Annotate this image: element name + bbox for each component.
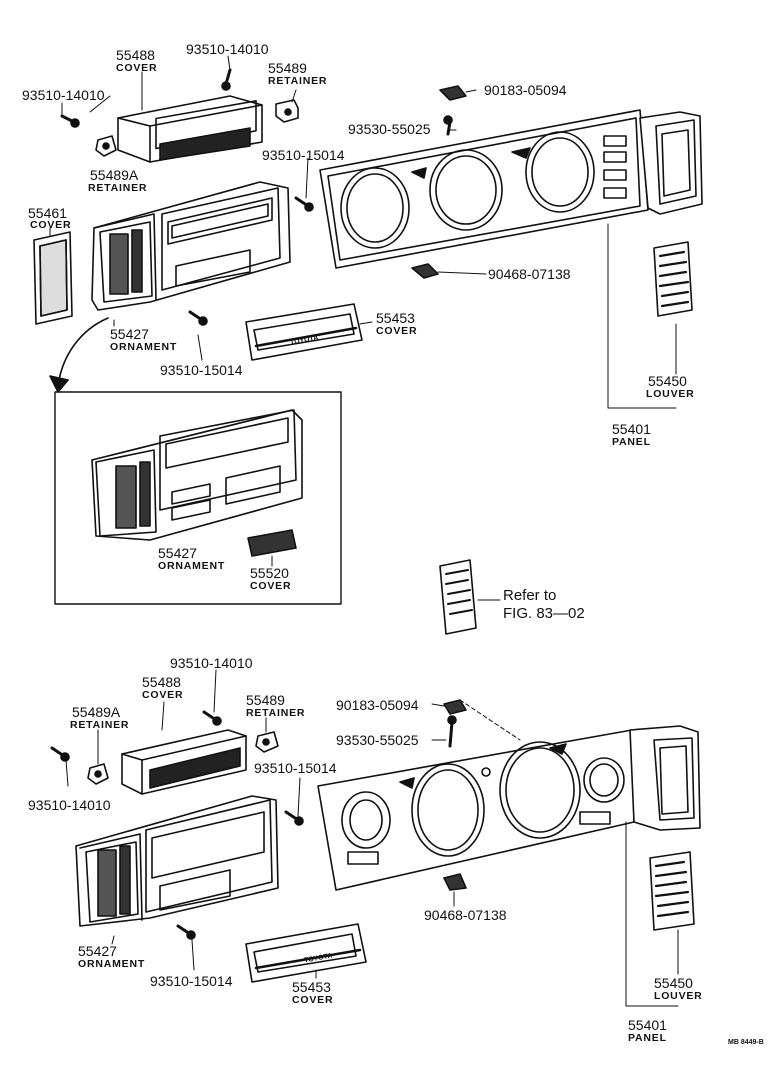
label-screw-top-s2: 93510-14010	[186, 41, 269, 57]
label-55427-top-pn: 55427	[110, 326, 149, 342]
label-55453-bottom-pn: 55453	[292, 979, 331, 995]
screw-top-4	[188, 310, 208, 326]
label-55520-inset-pn: 55520	[250, 565, 289, 581]
label-55453-top-pn: 55453	[376, 310, 415, 326]
label-55401-top-pn: 55401	[612, 421, 651, 437]
retainer-55489a-bottom-part	[87, 763, 109, 785]
label-55401-bottom-pn: 55401	[628, 1017, 667, 1033]
cover-55488-bottom-part	[121, 729, 247, 795]
screw-bottom-3	[284, 810, 304, 826]
screw-top-3	[294, 196, 314, 212]
inset-arrowhead	[49, 375, 69, 393]
leaders-bottom	[65, 669, 679, 1007]
clip-top-90468	[411, 263, 439, 279]
label-55489a-top-name: RETAINER	[88, 182, 148, 194]
label-55488-top-name: COVER	[116, 62, 158, 74]
cover-55488-top-part	[117, 95, 263, 163]
label-55461-top-pn: 55461	[28, 205, 67, 221]
label-55489-bottom-pn: 55489	[246, 692, 285, 708]
label-screw-bottom-s2: 93510-14010	[170, 655, 253, 671]
refer-note-line2: FIG. 83—02	[503, 605, 585, 622]
label-55427-inset-name: ORNAMENT	[158, 560, 226, 572]
label-55427-bottom-name: ORNAMENT	[78, 958, 146, 970]
label-55489-top-pn: 55489	[268, 60, 307, 76]
label-55450-top-name: LOUVER	[646, 388, 695, 400]
louver-55450-top-part	[653, 241, 693, 317]
label-screw-bottom-s1: 93510-14010	[28, 797, 111, 813]
label-55450-bottom-pn: 55450	[654, 975, 693, 991]
label-55427-inset-pn: 55427	[158, 545, 197, 561]
label-clip-top-s7: 90468-07138	[488, 266, 571, 282]
label-55450-bottom-name: LOUVER	[654, 990, 703, 1002]
label-55427-top-name: ORNAMENT	[110, 341, 178, 353]
label-55489a-bottom-name: RETAINER	[70, 719, 130, 731]
label-55453-bottom-name: COVER	[292, 994, 334, 1006]
retainer-55489-top-part	[275, 99, 299, 123]
label-clip-bottom-s5: 90183-05094	[336, 697, 419, 713]
retainer-55489-bottom-part	[255, 731, 279, 753]
cover-55520-inset-part	[247, 529, 297, 557]
label-screw-top-s6: 93530-55025	[348, 121, 431, 137]
label-55450-top-pn: 55450	[648, 373, 687, 389]
louver-55450-bottom-part	[649, 851, 695, 931]
panel-55401-top-part	[319, 109, 649, 269]
label-55489a-top-pn: 55489A	[90, 167, 139, 183]
inset-frame	[54, 391, 342, 605]
label-screw-bottom-s4: 93510-15014	[150, 973, 233, 989]
label-55489a-bottom-pn: 55489A	[72, 704, 121, 720]
cover-55453-bottom-part	[245, 923, 367, 983]
screw-top-5	[443, 115, 453, 136]
switch-module-ref-part	[439, 559, 501, 635]
clip-bottom-90468	[443, 873, 467, 891]
screw-bottom-1	[50, 746, 70, 762]
label-55489-bottom-name: RETAINER	[246, 707, 306, 719]
label-55488-top-pn: 55488	[116, 47, 155, 63]
label-55401-bottom-name: PANEL	[628, 1032, 667, 1044]
label-55488-bottom-pn: 55488	[142, 674, 181, 690]
screw-bottom-4	[176, 924, 196, 940]
louver-housing-bottom-part	[629, 725, 701, 831]
label-55520-inset-name: COVER	[250, 580, 292, 592]
louver-housing-top-part	[639, 111, 703, 215]
screw-bottom-5	[447, 715, 457, 748]
label-screw-bottom-s6: 93530-55025	[336, 732, 419, 748]
label-clip-top-s5: 90183-05094	[484, 82, 567, 98]
screw-top-1	[60, 114, 80, 128]
ornament-55427-top-part	[91, 181, 291, 311]
clip-top-90183	[439, 85, 467, 101]
label-55453-top-name: COVER	[376, 325, 418, 337]
label-55427-bottom-pn: 55427	[78, 943, 117, 959]
panel-55401-bottom-part	[317, 699, 635, 891]
label-clip-bottom-s7: 90468-07138	[424, 907, 507, 923]
refer-note-line1: Refer to	[503, 587, 557, 604]
ornament-55427-bottom-part	[75, 795, 279, 927]
cover-55461-top-part	[33, 231, 73, 325]
cover-55453-top-part	[245, 303, 363, 361]
label-55489-top-name: RETAINER	[268, 75, 328, 87]
figure-code: MB 8449-B	[728, 1039, 764, 1046]
label-screw-bottom-s3: 93510-15014	[254, 760, 337, 776]
retainer-55489a-top-part	[95, 135, 117, 157]
screw-top-2	[221, 68, 232, 91]
label-screw-top-s1: 93510-14010	[22, 87, 105, 103]
inset-arrow	[57, 317, 109, 387]
clip-bottom-90183	[443, 699, 467, 715]
label-55401-top-name: PANEL	[612, 436, 651, 448]
screw-bottom-2	[202, 710, 222, 726]
label-screw-top-s4: 93510-15014	[160, 362, 243, 378]
ornament-55427-inset-part	[91, 409, 303, 541]
label-screw-top-s3: 93510-15014	[262, 147, 345, 163]
label-55488-bottom-name: COVER	[142, 689, 184, 701]
leaders-top	[49, 55, 677, 409]
label-55461-top-name: COVER	[30, 219, 72, 231]
